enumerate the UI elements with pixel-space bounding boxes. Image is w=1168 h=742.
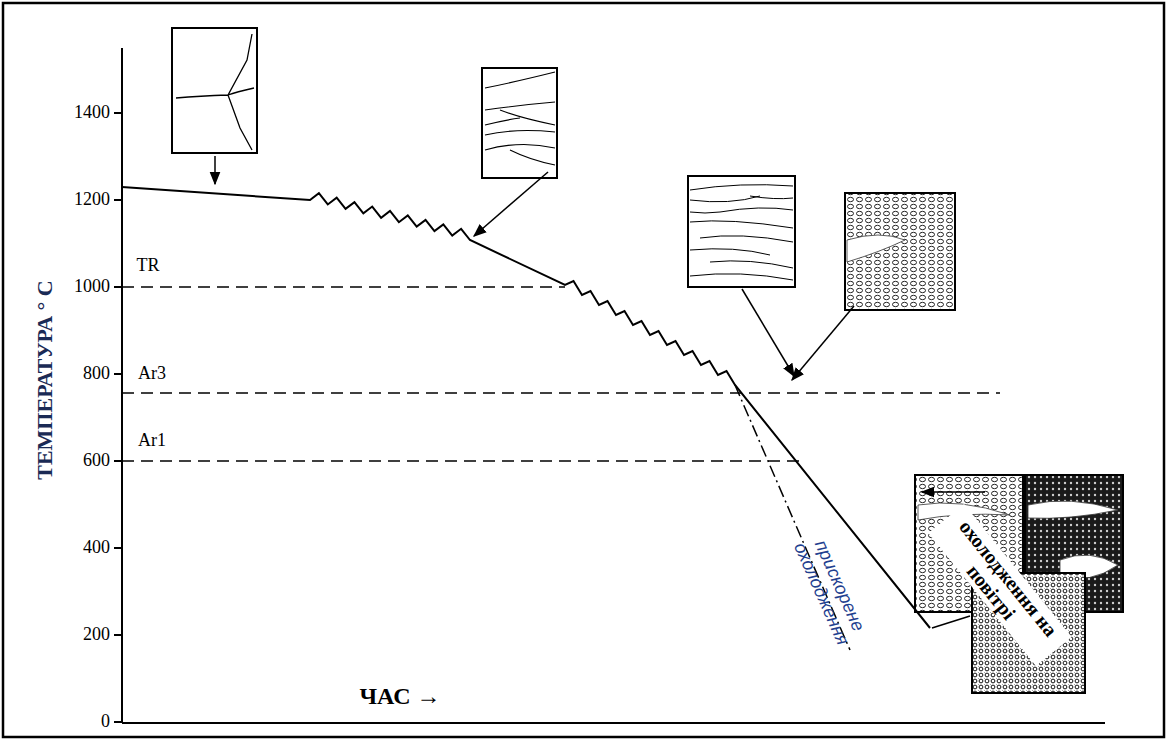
tick-label: 1200 (74, 190, 110, 210)
leader-arrows (215, 156, 985, 628)
tick-label: 1000 (74, 277, 110, 297)
micrograph-coarse (172, 28, 257, 153)
axis-title: ТЕМПЕРАТУРА ° C (33, 280, 57, 480)
tick-label: 800 (83, 364, 110, 384)
curve-label: охолодження на повітрі (928, 504, 1071, 666)
micrograph-transforming (845, 193, 955, 310)
frame (3, 3, 1164, 737)
temperature-label: Ar1 (138, 431, 166, 451)
tick-label: 600 (83, 451, 110, 471)
temperature-label: TR (136, 256, 159, 276)
temperature-label: Ar3 (138, 364, 166, 384)
reference-lines (122, 287, 1000, 461)
tick-label: 0 (101, 712, 110, 732)
curve-label: прискорене охолодження (788, 527, 873, 653)
tick-label: 200 (83, 625, 110, 645)
tick-label: 1400 (74, 103, 110, 123)
tick-label: 400 (83, 538, 110, 558)
axes (114, 48, 1105, 723)
micrograph-elongated (482, 68, 557, 178)
micrograph-pancaked (688, 176, 795, 287)
axis-title: ЧАС → (359, 683, 440, 709)
